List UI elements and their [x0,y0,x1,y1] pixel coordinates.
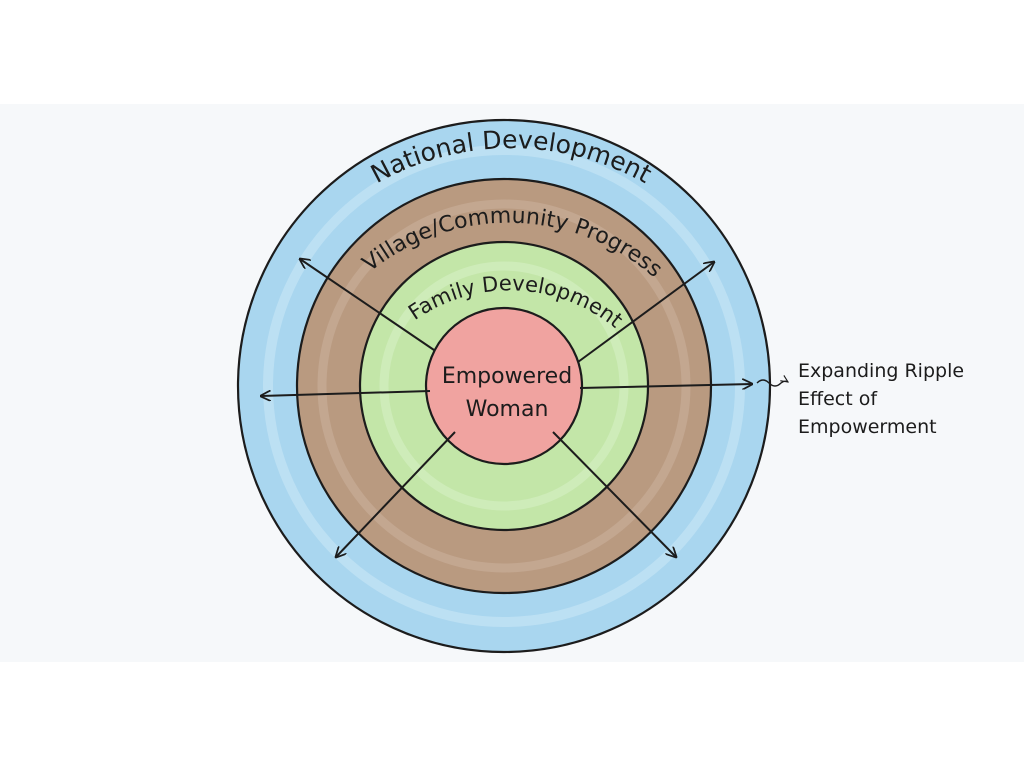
center-circle [424,306,584,466]
squiggle-connector [756,380,788,387]
center-label-line2: Woman [466,397,549,422]
side-note-line1: Expanding Ripple [798,360,964,382]
arrow-left [261,390,431,396]
ring-village-outline [295,177,713,595]
ring-national-texture [263,145,745,627]
ring-national-outline [236,118,772,654]
arrow-right [579,384,752,388]
arrow-lower-left [336,431,456,557]
arrow-upper-right [577,262,714,363]
arrow-upper-left [300,259,435,351]
arrow-lower-right [552,431,676,557]
center-label-line1: Empowered [442,364,572,389]
side-note-line2: Effect of [798,388,878,410]
side-note-line3: Empowerment [798,416,937,438]
